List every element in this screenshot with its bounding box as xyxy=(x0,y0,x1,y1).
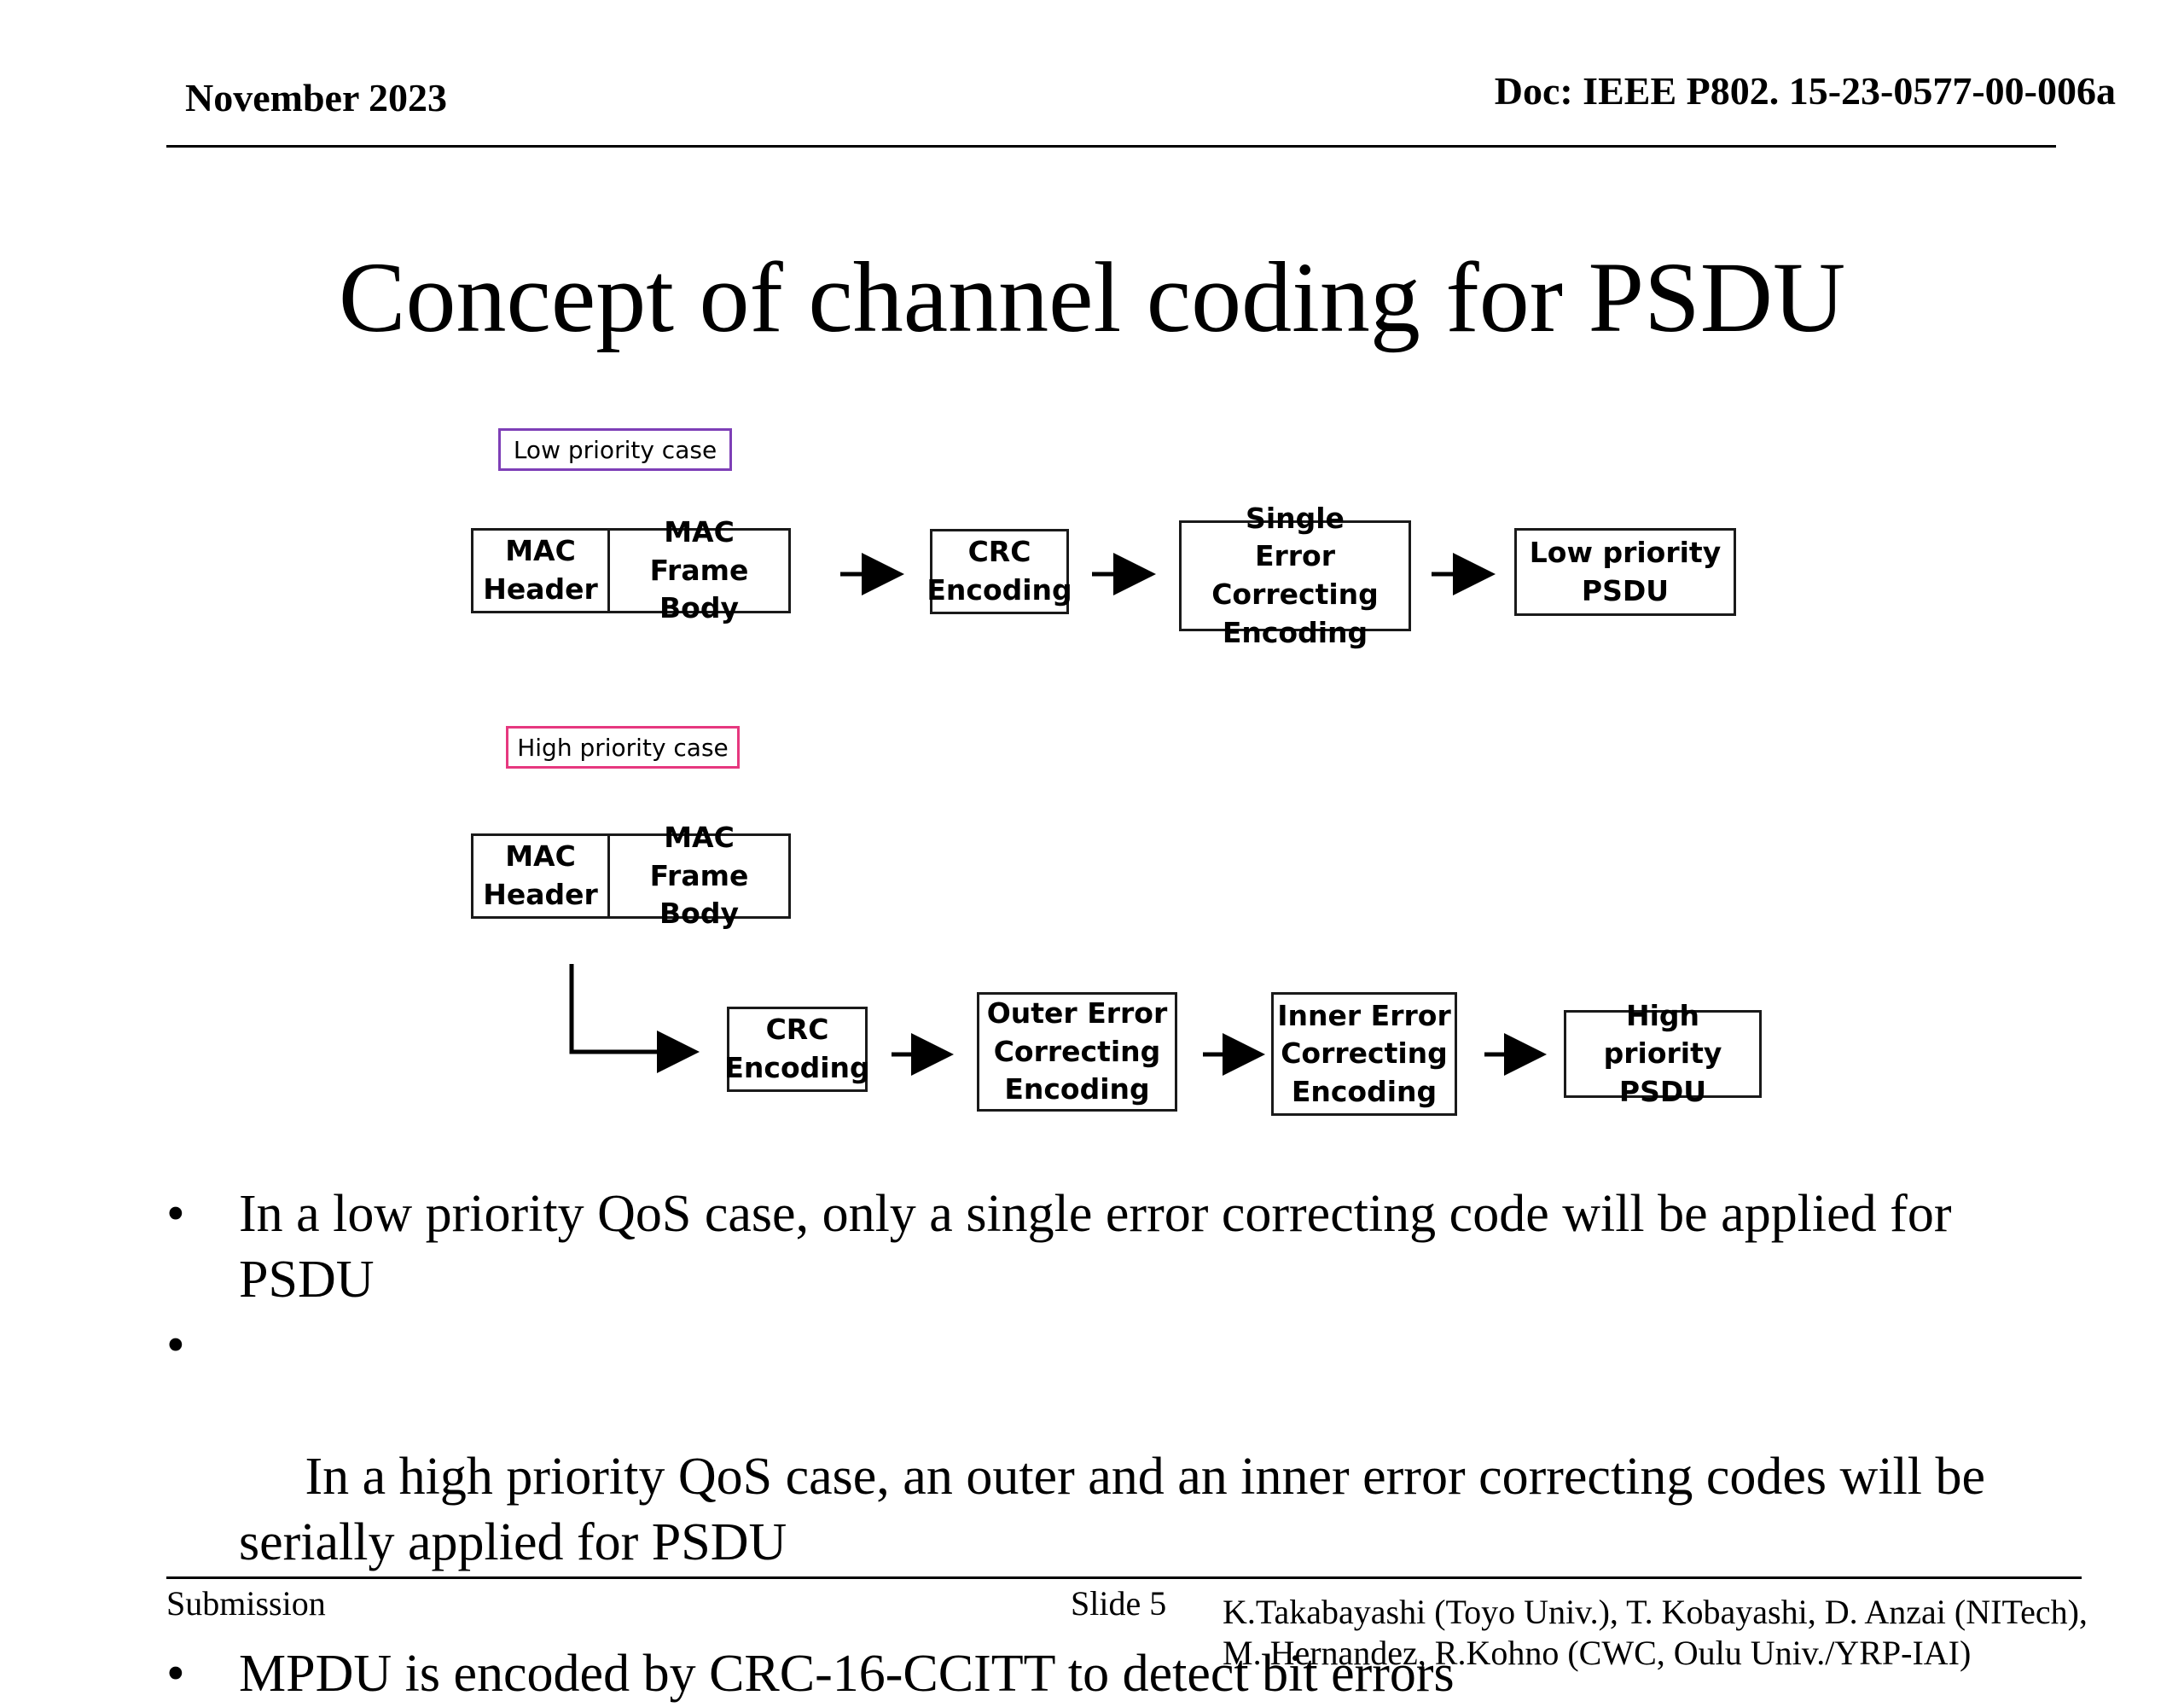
low-mac-frame-body-box: MAC Frame Body xyxy=(607,515,791,624)
coding-diagram: Low priority case MAC Header MAC Frame B… xyxy=(471,428,1762,1116)
high-priority-psdu-box: High priority PSDU xyxy=(1564,999,1762,1108)
high-mac-header-box: MAC Header xyxy=(471,833,610,919)
footer-slide-number: Slide 5 xyxy=(1071,1584,1167,1623)
footer-rule xyxy=(166,1576,2082,1579)
slide-title: Concept of channel coding for PSDU xyxy=(338,241,1846,353)
footer-authors-line-2: M. Hernandez, R.Kohno (CWC, Oulu Univ./Y… xyxy=(1223,1634,1972,1672)
bullet-text: In a high priority QoS case, an outer an… xyxy=(239,1448,1999,1571)
low-mac-header-box: MAC Header xyxy=(471,528,610,613)
low-crc-encoding-box: CRC Encoding xyxy=(926,529,1072,614)
footer-submission: Submission xyxy=(166,1584,326,1623)
bullet-item: • In a high priority QoS case, an outer … xyxy=(166,1313,2094,1641)
high-inner-error-correcting-box: Inner Error Correcting Encoding xyxy=(1271,992,1457,1116)
bullet-symbol: • xyxy=(166,1316,185,1374)
header-rule xyxy=(166,145,2056,148)
high-outer-error-correcting-box: Outer Error Correcting Encoding xyxy=(977,992,1177,1112)
header-doc-id: Doc: IEEE P802. 15-23-0577-00-006a xyxy=(1494,69,2116,113)
high-priority-case-tag: High priority case xyxy=(506,726,740,769)
low-priority-case-tag: Low priority case xyxy=(498,428,732,471)
bullet-item: • In a low priority QoS case, only a sin… xyxy=(166,1182,2094,1313)
elbow-arrow-icon xyxy=(569,964,700,1073)
footer-authors: K.Takabayashi (Toyo Univ.), T. Kobayashi… xyxy=(1223,1592,2184,1674)
high-crc-encoding-box: CRC Encoding xyxy=(724,1007,870,1092)
footer-authors-line-1: K.Takabayashi (Toyo Univ.), T. Kobayashi… xyxy=(1223,1593,2088,1631)
bullet-text: In a low priority QoS case, only a singl… xyxy=(239,1185,1952,1309)
bullet-symbol: • xyxy=(166,1185,185,1243)
diagram-arrows xyxy=(569,553,1547,1076)
header-date: November 2023 xyxy=(185,76,448,119)
low-priority-psdu-box: Low priority PSDU xyxy=(1514,528,1736,616)
bullet-symbol: • xyxy=(166,1645,185,1703)
